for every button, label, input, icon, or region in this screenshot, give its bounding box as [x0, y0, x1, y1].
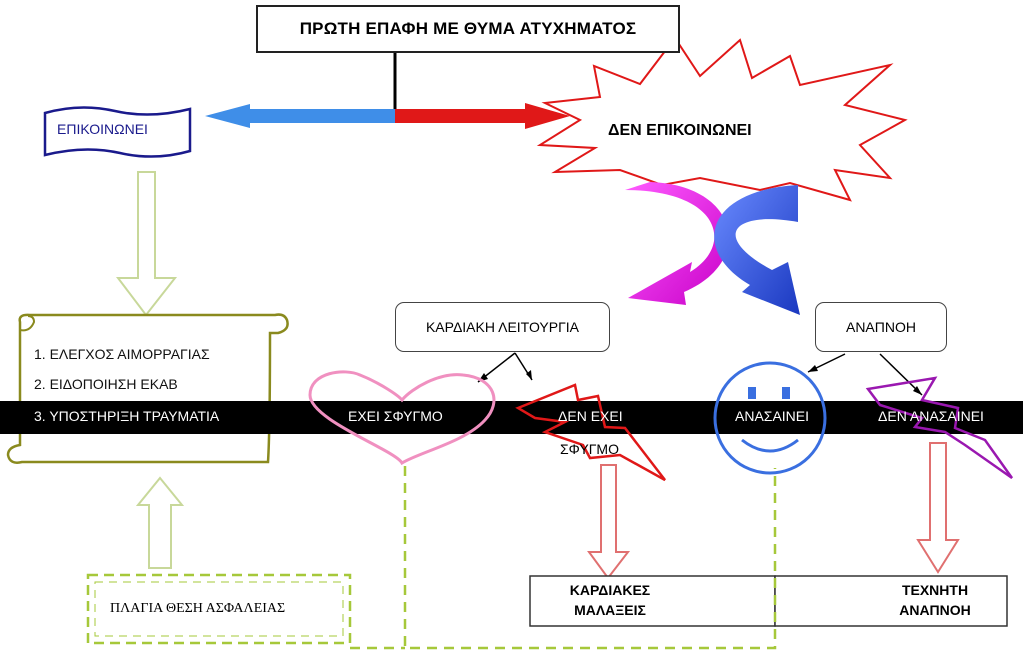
smiley-icon — [713, 361, 827, 475]
has-pulse-label: ΕΧΕΙ ΣΦΥΓΜΟ — [348, 408, 443, 424]
no-pulse-label-line1: ΔΕΝ ΕΧΕΙ — [558, 408, 623, 424]
recovery-up-arrow — [135, 476, 185, 569]
breathing-pointer-left-head — [808, 365, 818, 372]
cardiac-massage-label: ΚΑΡΔΙΑΚΕΣ ΜΑΛΑΞΕΙΣ — [530, 580, 690, 620]
respiration-down-arrow — [916, 442, 960, 574]
diagram-title: ΠΡΩΤΗ ΕΠΑΦΗ ΜΕ ΘΥΜΑ ΑΤΥΧΗΜΑΤΟΣ — [256, 5, 680, 53]
magenta-curved-arrow — [625, 182, 729, 305]
communicates-banner — [43, 106, 192, 158]
recovery-box — [86, 573, 352, 645]
communicates-label: ΕΠΙΚΟΙΝΩΝΕΙ — [57, 121, 148, 137]
cardiac-down-arrow — [587, 464, 631, 580]
no-pulse-lightning — [515, 383, 666, 482]
cardiac-function-label: ΚΑΡΔΙΑΚΗ ΛΕΙΤΟΥΡΓΙΑ — [425, 319, 580, 335]
cardiac-massage-line1: ΚΑΡΔΙΑΚΕΣ — [569, 582, 651, 598]
artificial-resp-box — [774, 575, 1008, 627]
recovery-dashed-connector — [403, 466, 777, 650]
recovery-box-inner — [94, 581, 344, 637]
status-bar — [0, 401, 1023, 434]
explosion-star — [536, 36, 908, 202]
breathing-label: ΑΝΑΠΝΟΗ — [845, 319, 916, 335]
right-arrow-icon — [395, 103, 570, 129]
step-3: 3. ΥΠΟΣΤΗΡΙΞΗ ΤΡΑΥΜΑΤΙΑ — [34, 408, 220, 424]
heart-icon — [308, 370, 496, 466]
artificial-resp-line1: ΤΕΧΝΗΤΗ — [901, 582, 969, 598]
not-communicates-label: ΔΕΝ ΕΠΙΚΟΙΝΩΝΕΙ — [608, 122, 752, 139]
step-2: 2. ΕΙΔΟΠΟΙΗΣΗ ΕΚΑΒ — [34, 376, 178, 392]
scroll-curl — [19, 315, 36, 332]
cardiac-massage-line2: ΜΑΛΑΞΕΙΣ — [574, 602, 646, 618]
step-1: 1. ΕΛΕΓΧΟΣ ΑΙΜΟΡΡΑΓΙΑΣ — [34, 346, 210, 362]
communicates-down-arrow — [115, 171, 178, 317]
cardiac-massage-box — [529, 575, 776, 627]
cardiac-function-box: ΚΑΡΔΙΑΚΗ ΛΕΙΤΟΥΡΓΙΑ — [395, 302, 610, 352]
artificial-resp-label: ΤΕΧΝΗΤΗ ΑΝΑΠΝΟΗ — [860, 580, 1010, 620]
cardiac-pointer-right-head — [526, 370, 532, 380]
left-arrow-icon — [205, 104, 395, 128]
breathing-pointer-right — [879, 353, 923, 396]
breathing-box: ΑΝΑΠΝΟΗ — [815, 302, 947, 352]
recovery-position-label: ΠΛΑΓΙΑ ΘΕΣΗ ΑΣΦΑΛΕΙΑΣ — [110, 601, 286, 616]
breathing-pointer-right-head — [913, 386, 922, 395]
no-pulse-label-line2: ΣΦΥΓΜΟ — [560, 441, 619, 457]
breathes-label: ΑΝΑΣΑΙΝΕΙ — [735, 408, 810, 424]
not-breathes-label: ΔΕΝ ΑΝΑΣΑΙΝΕΙ — [878, 408, 984, 424]
blue-curved-arrow — [714, 185, 800, 315]
artificial-resp-line2: ΑΝΑΠΝΟΗ — [899, 602, 971, 618]
no-breath-lightning — [865, 376, 1014, 480]
